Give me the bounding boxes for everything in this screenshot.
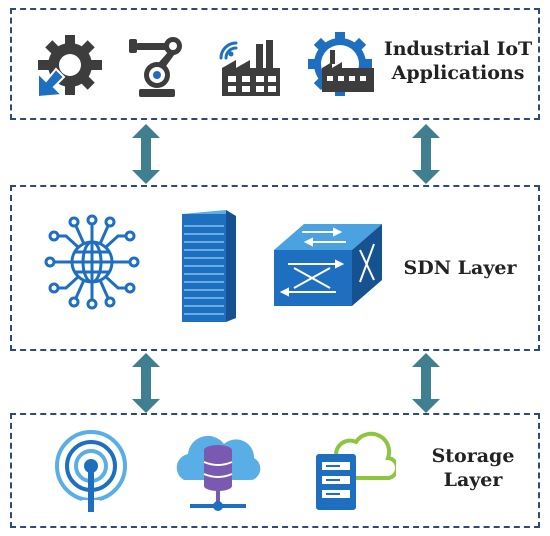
bidirectional-arrow-right-lower xyxy=(412,353,440,413)
server-tower-icon xyxy=(182,210,236,322)
robotic-arm-icon xyxy=(129,37,182,97)
iiot-label-line2: Applications xyxy=(391,62,525,84)
iiot-label-line1: Industrial IoT xyxy=(383,38,533,60)
storage-label-line2: Layer xyxy=(443,469,503,491)
sdn-layer-label: SDN Layer xyxy=(403,257,517,279)
sdn-layer xyxy=(10,185,540,351)
network-globe-icon xyxy=(44,214,140,310)
cloud-database-icon xyxy=(176,435,261,511)
gear-with-cursor-icon xyxy=(37,35,102,99)
bidirectional-arrow-left-lower xyxy=(132,353,160,413)
smart-factory-icon xyxy=(219,40,280,96)
bidirectional-arrow-left-upper xyxy=(132,124,160,184)
bidirectional-arrow-right-upper xyxy=(412,124,440,184)
iiot-layer xyxy=(10,8,540,120)
factory-gear-icon xyxy=(308,32,374,96)
storage-label-line1: Storage xyxy=(431,445,515,467)
network-switch-icon xyxy=(274,224,382,306)
storage-layer xyxy=(10,413,540,528)
cloud-storage-icon xyxy=(316,431,396,510)
wireless-antenna-icon xyxy=(55,430,127,512)
iiot-layer-label: Industrial IoT Applications xyxy=(378,37,538,85)
storage-layer-label: Storage Layer xyxy=(418,444,528,492)
